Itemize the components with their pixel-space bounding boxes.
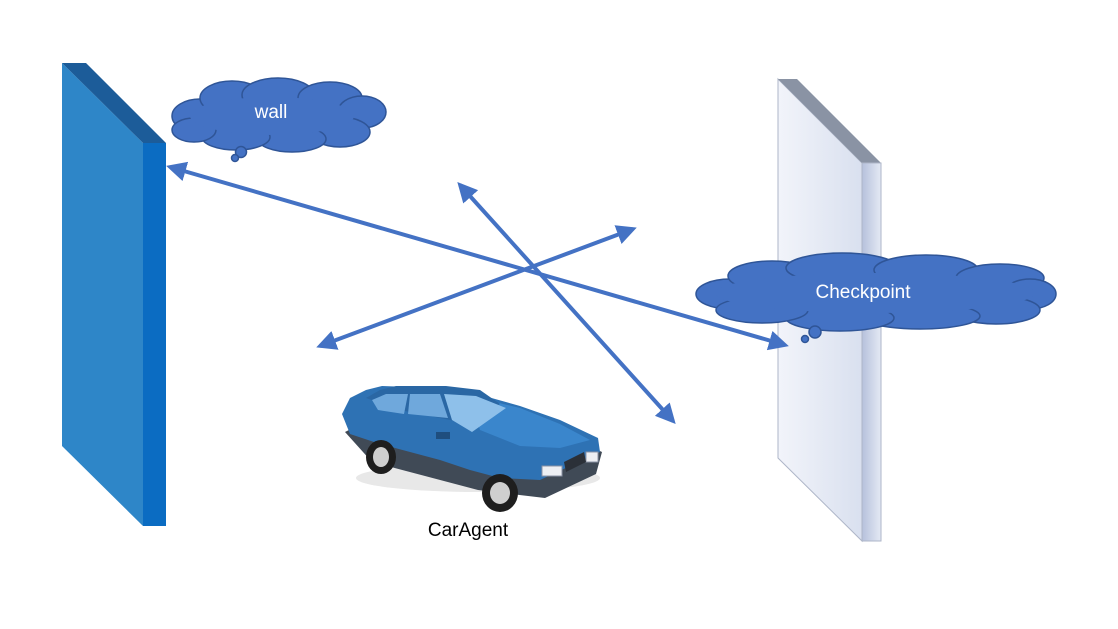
checkpoint-thought-cloud-icon	[695, 252, 1057, 344]
wall-thought-cloud-icon	[171, 77, 387, 163]
rays	[166, 161, 789, 424]
checkpoint-top-edge	[778, 79, 881, 163]
ray-wall-checkpoint	[166, 161, 789, 351]
wall-front-face	[62, 63, 143, 526]
checkpoint-side-face	[861, 162, 882, 542]
wall-side-face	[143, 143, 166, 526]
wall-top-edge	[62, 63, 166, 143]
car-agent-label: CarAgent	[427, 520, 509, 541]
wall-object	[62, 63, 166, 526]
car-icon	[342, 386, 602, 512]
ray-diagonal-up	[316, 225, 637, 350]
